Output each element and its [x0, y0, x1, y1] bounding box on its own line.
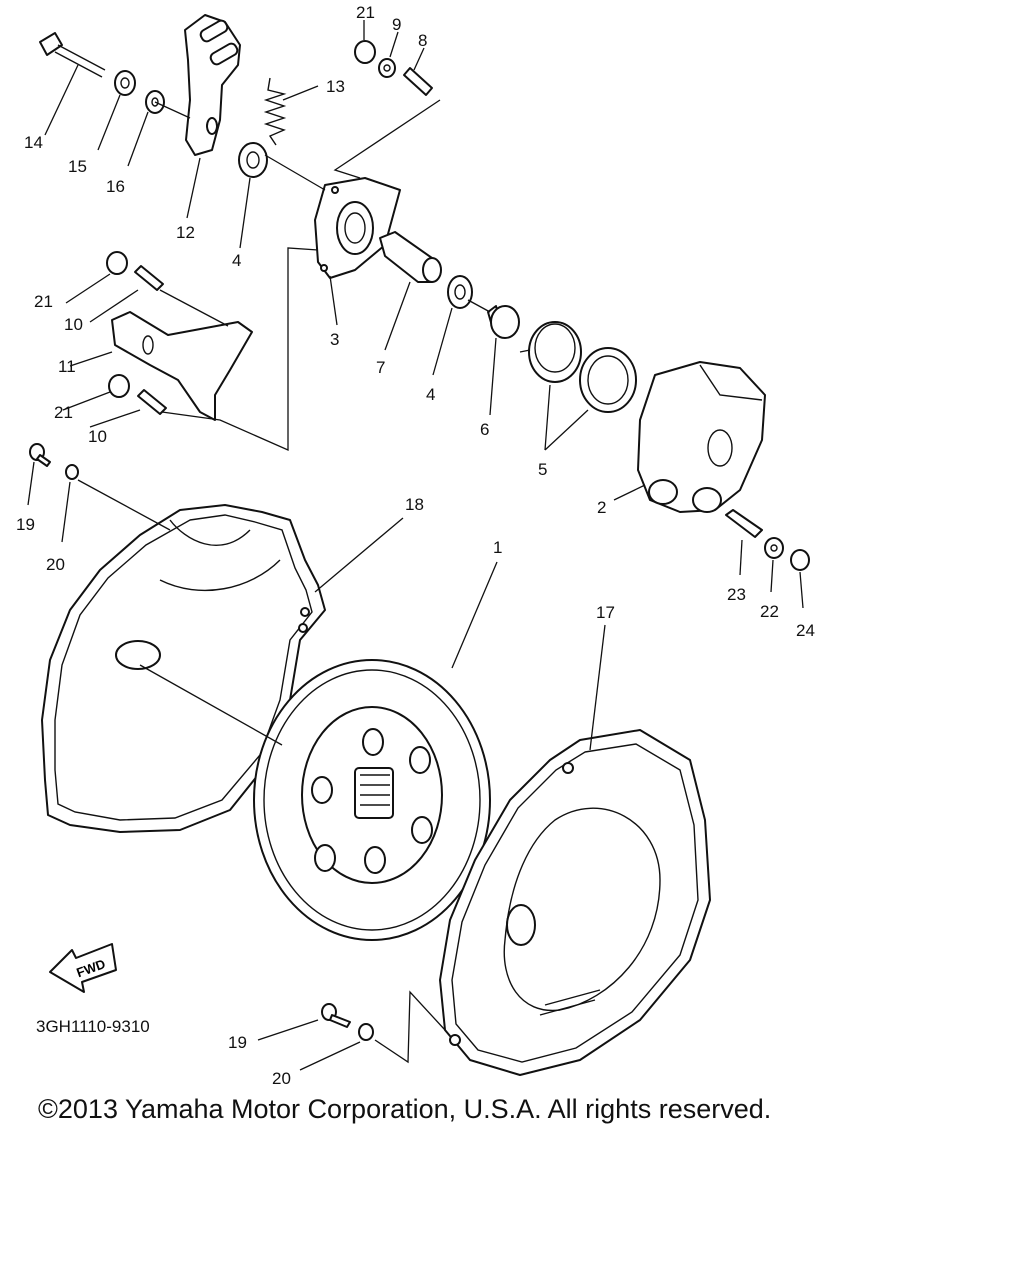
part-label-1: 1 — [493, 538, 502, 557]
fwd-arrow-icon: FWD — [49, 943, 117, 993]
part-label-2: 2 — [597, 498, 606, 517]
part-label-10: 10 — [64, 315, 83, 334]
washer-20-lower — [358, 1023, 374, 1041]
brake-cover-plate-18 — [41, 504, 326, 833]
washer-15 — [114, 70, 136, 96]
part-label-4: 4 — [232, 251, 241, 270]
actuator-shaft-7 — [379, 231, 442, 283]
part-label-15: 15 — [68, 157, 87, 176]
part-label-23: 23 — [727, 585, 746, 604]
part-label-6: 6 — [480, 420, 489, 439]
copyright-notice: ©2013 Yamaha Motor Corporation, U.S.A. A… — [38, 1094, 772, 1124]
part-label-5: 5 — [538, 460, 547, 479]
part-label-20: 20 — [46, 555, 65, 574]
part-label-3: 3 — [330, 330, 339, 349]
nut-21-upper-left — [106, 251, 128, 275]
part-label-17: 17 — [596, 603, 615, 622]
part-label-24: 24 — [796, 621, 815, 640]
part-label-8: 8 — [418, 31, 427, 50]
washer-20-upper — [65, 464, 79, 480]
washer-22 — [764, 537, 784, 559]
bolt-14 — [39, 32, 106, 78]
part-label-10: 10 — [88, 427, 107, 446]
part-label-21: 21 — [34, 292, 53, 311]
brake-lever-12 — [184, 14, 241, 156]
piston-5a — [528, 321, 582, 383]
nut-21-lower-left — [108, 374, 130, 398]
part-label-14: 14 — [24, 133, 43, 152]
assembly-lines — [77, 99, 531, 1064]
part-label-21: 21 — [356, 3, 375, 22]
part-labels: 21 98 13 14 15 16 12 4 3 7 4 6 5 2 21 10 11 21 10 19 20 18 1 17… — [16, 3, 815, 1088]
diagram-code: 3GH1110-9310 — [36, 1017, 150, 1036]
piston-5b — [579, 347, 637, 413]
part-label-9: 9 — [392, 15, 401, 34]
part-label-22: 22 — [760, 602, 779, 621]
part-label-11: 11 — [58, 357, 76, 376]
return-spring-13 — [263, 77, 287, 146]
leader-lines — [27, 20, 804, 1071]
part-label-13: 13 — [326, 77, 345, 96]
part-label-20: 20 — [272, 1069, 291, 1088]
bolt-10-lower — [137, 389, 167, 415]
part-label-18: 18 — [405, 495, 424, 514]
brake-disc-1 — [253, 659, 491, 941]
part-label-7: 7 — [376, 358, 385, 377]
bolt-19-lower — [321, 1003, 351, 1028]
stud-8 — [403, 67, 433, 96]
part-label-12: 12 — [176, 223, 195, 242]
part-label-19: 19 — [16, 515, 35, 534]
nut-21-top — [354, 40, 376, 64]
bracket-11 — [111, 311, 253, 421]
pin-6 — [487, 305, 520, 339]
rear-cover-17 — [439, 729, 711, 1076]
caliper-housing-3 — [314, 177, 401, 279]
part-label-19: 19 — [228, 1033, 247, 1052]
bolt-10-upper — [134, 265, 164, 291]
nut-24 — [790, 549, 810, 571]
part-label-16: 16 — [106, 177, 125, 196]
seal-4-left — [238, 142, 268, 178]
stud-23 — [725, 509, 763, 538]
bolt-19-upper — [29, 443, 51, 467]
part-label-4: 4 — [426, 385, 435, 404]
part-label-21: 21 — [54, 403, 73, 422]
caliper-body-2 — [637, 361, 766, 513]
seal-4-right — [447, 275, 473, 309]
washer-9 — [378, 58, 396, 78]
